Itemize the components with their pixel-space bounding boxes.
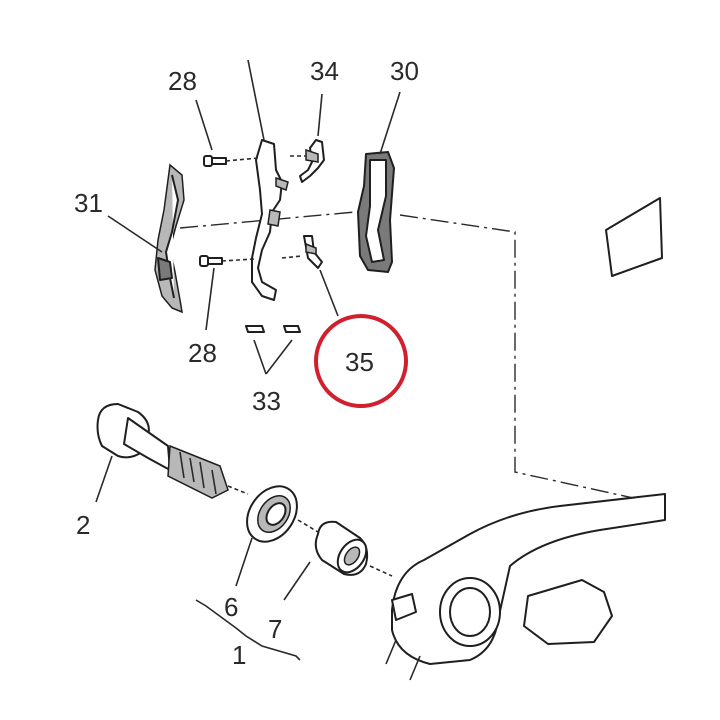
callout-35: 35 [345, 347, 374, 377]
callout-labels: 28 34 30 31 28 35 33 2 6 7 1 [74, 56, 419, 670]
callout-6: 6 [224, 592, 238, 622]
part-34-clip [299, 139, 325, 183]
part-7-bushing [297, 519, 393, 577]
highlight-circle-35 [314, 314, 408, 408]
callout-7: 7 [268, 614, 282, 644]
central-bracket [251, 139, 289, 301]
callout-30: 30 [390, 56, 419, 86]
screws-28 [199, 155, 306, 267]
screw-28-top [203, 155, 259, 167]
callout-34: 34 [310, 56, 339, 86]
part-6-bearing [246, 485, 298, 543]
parts-33-pads [245, 325, 301, 333]
part-31-bracket [154, 163, 185, 314]
callout-28-top: 28 [168, 66, 197, 96]
callout-33: 33 [252, 386, 281, 416]
callout-31: 31 [74, 188, 103, 218]
screw-28-bottom [199, 255, 255, 267]
part-35-clip [303, 235, 323, 269]
leader-lines [95, 59, 401, 601]
part-30-cover [357, 151, 395, 273]
side-panel-window [605, 197, 663, 277]
pedal-lever [385, 493, 666, 681]
part-2-pivot-bolt [96, 403, 249, 499]
group-bracket-1 [195, 599, 301, 661]
callout-2: 2 [76, 510, 90, 540]
callout-28-bottom: 28 [188, 338, 217, 368]
callout-1: 1 [232, 640, 246, 670]
